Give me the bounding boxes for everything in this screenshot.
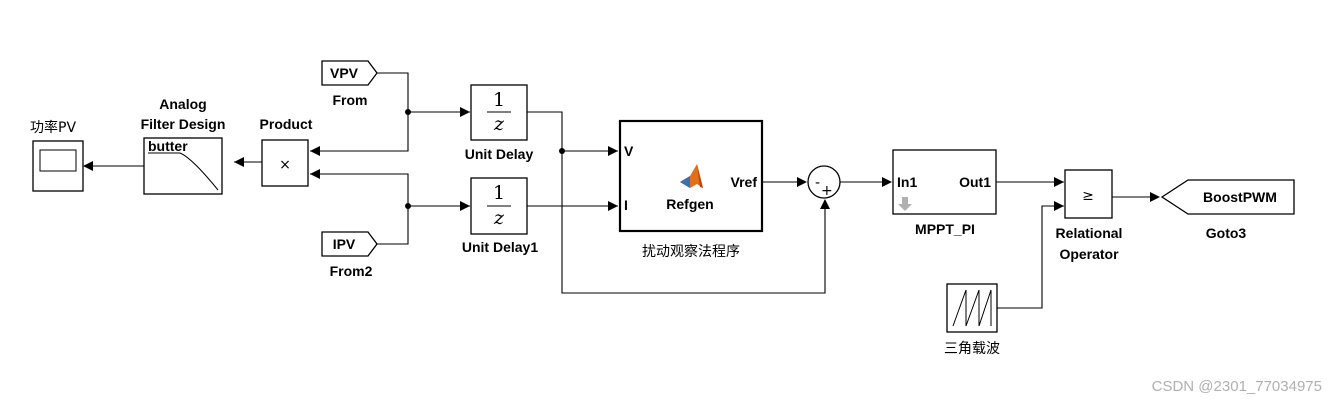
analog-filter-block[interactable] — [143, 137, 223, 195]
triangle-carrier-block[interactable] — [946, 283, 998, 333]
relational-label-line1: Relational — [1056, 225, 1123, 241]
filter-inner-label: butter — [148, 138, 188, 154]
refgen-port-i: I — [624, 197, 628, 213]
wire-ipv-to-product — [310, 173, 409, 206]
product-symbol: × — [279, 157, 291, 173]
unit-delay1-numerator: 1 — [493, 182, 505, 204]
arrowhead — [608, 201, 618, 211]
from-vpv-label: From — [333, 92, 368, 108]
arrowhead — [820, 199, 830, 209]
arrowhead — [797, 177, 807, 187]
arrowhead — [83, 161, 93, 171]
sawtooth-wave-icon — [952, 289, 992, 327]
sum-block[interactable] — [807, 165, 841, 199]
arrowhead — [882, 177, 892, 187]
subsystem-down-arrow-icon — [898, 197, 912, 211]
product-title: Product — [260, 116, 313, 132]
sum-plus-sign: + — [821, 183, 833, 199]
mppt-pi-label: MPPT_PI — [915, 221, 975, 237]
from-ipv-block[interactable] — [321, 231, 378, 257]
junction-dot — [405, 203, 411, 209]
refgen-port-vref: Vref — [731, 174, 758, 190]
filter-title-line2: Filter Design — [141, 116, 226, 132]
wire-unit-delay-to-sum-plus — [561, 151, 826, 294]
from-vpv-block[interactable] — [321, 60, 378, 86]
relational-symbol: ≥ — [1082, 188, 1094, 204]
scope-title: 功率PV — [30, 119, 76, 136]
arrowhead — [310, 169, 320, 179]
arrowhead — [310, 146, 320, 156]
wire-unit-delay-to-refgen-v — [527, 111, 618, 152]
matlab-logo-icon — [680, 164, 703, 188]
unit-delay1-block[interactable] — [470, 177, 528, 235]
unit-delay1-label: Unit Delay1 — [462, 239, 538, 255]
refgen-caption: 扰动观察法程序 — [642, 243, 740, 260]
junction-dot — [405, 109, 411, 115]
relational-label-line2: Operator — [1059, 246, 1119, 262]
relational-operator-block[interactable] — [1064, 169, 1113, 219]
product-block[interactable] — [261, 139, 309, 187]
goto-tag: BoostPWM — [1203, 189, 1277, 205]
arrowhead — [460, 107, 470, 117]
arrowhead — [608, 146, 618, 156]
wire-ipv-to-unit-delay1 — [376, 205, 470, 245]
from-ipv-tag: IPV — [333, 236, 356, 252]
scope-block[interactable] — [32, 140, 84, 192]
wire-triangle-to-relational — [997, 205, 1064, 309]
unit-delay-numerator: 1 — [493, 89, 505, 111]
mppt-pi-port-out: Out1 — [959, 174, 991, 190]
arrowhead — [234, 157, 244, 167]
filter-title-line1: Analog — [159, 96, 206, 112]
unit-delay-label: Unit Delay — [465, 146, 534, 162]
mppt-pi-port-in: In1 — [897, 174, 917, 190]
goto-label: Goto3 — [1206, 225, 1247, 241]
filter-lowpass-icon — [148, 152, 219, 191]
wire-vpv-to-product — [310, 112, 409, 152]
refgen-port-v: V — [624, 143, 634, 159]
unit-delay1-denominator: z — [493, 207, 505, 229]
arrowhead — [1054, 177, 1064, 187]
from-ipv-label: From2 — [330, 263, 373, 279]
mppt-pi-block[interactable] — [892, 149, 997, 215]
scope-icon — [39, 149, 77, 172]
refgen-name: Refgen — [666, 196, 713, 212]
junction-dot — [559, 148, 565, 154]
wire-vpv-to-unit-delay — [376, 72, 470, 113]
goto-block[interactable] — [1160, 179, 1295, 215]
watermark: CSDN @2301_77034975 — [1152, 378, 1322, 395]
from-vpv-tag: VPV — [330, 65, 359, 81]
arrowhead — [1150, 192, 1160, 202]
unit-delay-denominator: z — [493, 113, 505, 135]
triangle-carrier-label: 三角载波 — [944, 341, 1000, 357]
sum-minus-sign: - — [815, 175, 820, 191]
arrowhead — [1054, 201, 1064, 211]
arrowhead — [460, 201, 470, 211]
